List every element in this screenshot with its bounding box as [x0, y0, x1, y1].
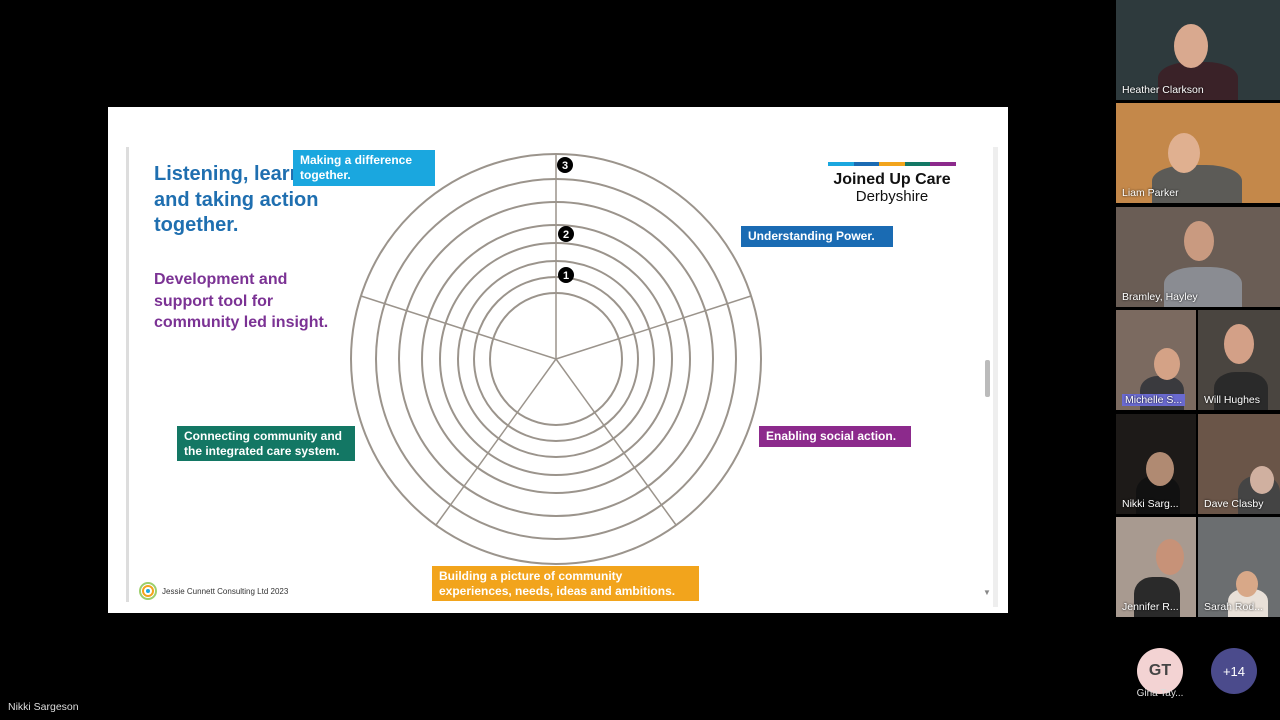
consultancy-logo-icon	[139, 582, 157, 600]
label-understanding-power: Understanding Power.	[741, 226, 893, 247]
logo-line-1: Joined Up Care	[833, 171, 951, 188]
participant-tile[interactable]: Liam Parker	[1116, 103, 1280, 203]
participant-tile[interactable]: Sarah Rod...	[1198, 517, 1280, 617]
more-participants-button[interactable]: +14	[1211, 648, 1257, 694]
participant-tile[interactable]: Dave Clasby	[1198, 414, 1280, 514]
wheel-spoke	[555, 295, 752, 360]
slide-title: Listening, learning and taking action to…	[154, 163, 332, 236]
person-silhouette	[1164, 267, 1242, 307]
marker-3: 3	[557, 157, 573, 173]
participant-tile[interactable]: Nikki Sarg...	[1116, 414, 1196, 514]
logo-stripe	[853, 162, 880, 166]
participant-name: Michelle S...	[1122, 394, 1186, 406]
slide-footer: Jessie Cunnett Consulting Ltd 2023	[138, 581, 288, 601]
participant-tile[interactable]: Heather Clarkson	[1116, 0, 1280, 100]
label-enabling-social-action: Enabling social action.	[759, 426, 911, 447]
joined-up-care-logo: Joined Up Care Derbyshire	[828, 162, 956, 205]
marker-2: 2	[558, 226, 574, 242]
logo-stripe	[930, 162, 956, 166]
participant-name: Dave Clasby	[1204, 498, 1264, 510]
participant-name: Will Hughes	[1204, 394, 1261, 406]
person-face	[1168, 133, 1200, 173]
label-building-picture: Building a picture of community experien…	[432, 566, 699, 601]
slide-subtitle: Development and support tool for communi…	[154, 271, 329, 331]
avatar-name: Gina Tay...	[1136, 688, 1184, 699]
person-silhouette	[1152, 165, 1242, 203]
participant-tile[interactable]: Bramley, Hayley	[1116, 207, 1280, 307]
presenter-name: Nikki Sargeson	[8, 701, 79, 713]
svg-text:3: 3	[562, 160, 568, 172]
svg-text:1: 1	[563, 270, 569, 282]
label-connecting-community: Connecting community and the integrated …	[177, 426, 355, 461]
slide-right-border	[993, 147, 998, 607]
community-wheel-diagram: 3 2 1	[350, 153, 762, 565]
person-silhouette	[1158, 62, 1238, 100]
person-face	[1146, 452, 1174, 486]
slide-left-border	[126, 147, 129, 602]
person-silhouette	[1214, 372, 1268, 410]
person-face	[1174, 24, 1208, 68]
participant-name: Sarah Rod...	[1204, 601, 1263, 613]
shared-screen-area: Listening, learning and taking action to…	[108, 107, 1008, 613]
wheel-spoke	[435, 358, 557, 526]
person-face	[1236, 571, 1258, 597]
label-making-difference: Making a difference together.	[293, 150, 435, 186]
slide-scrollbar-thumb[interactable]	[985, 360, 990, 397]
logo-stripe	[879, 162, 905, 166]
participant-gallery: Heather Clarkson Liam Parker Bramley, Ha…	[1116, 0, 1280, 620]
participant-name: Jennifer R...	[1122, 601, 1179, 613]
participant-avatar[interactable]: GT	[1137, 648, 1183, 694]
logo-stripes	[828, 162, 956, 166]
person-face	[1250, 466, 1274, 494]
logo-line-2: Derbyshire	[855, 188, 929, 205]
wheel-spoke	[555, 358, 677, 526]
participant-tile[interactable]: Jennifer R...	[1116, 517, 1196, 617]
participant-name: Heather Clarkson	[1122, 84, 1204, 96]
participant-tile[interactable]: Michelle S...	[1116, 310, 1196, 410]
logo-stripe	[904, 162, 931, 166]
marker-1: 1	[558, 267, 574, 283]
scroll-down-arrow-icon[interactable]: ▼	[983, 588, 991, 597]
logo-stripe	[828, 162, 854, 166]
participant-tile[interactable]: Will Hughes	[1198, 310, 1280, 410]
participant-name: Liam Parker	[1122, 187, 1179, 199]
participant-name: Bramley, Hayley	[1122, 291, 1198, 303]
person-face	[1154, 348, 1180, 380]
person-face	[1156, 539, 1184, 575]
presentation-slide: Listening, learning and taking action to…	[108, 107, 1008, 613]
wheel-spoke	[360, 295, 557, 360]
person-face	[1224, 324, 1254, 364]
participant-name: Nikki Sarg...	[1122, 498, 1179, 510]
person-silhouette	[1134, 577, 1180, 617]
person-face	[1184, 221, 1214, 261]
footer-text: Jessie Cunnett Consulting Ltd 2023	[162, 586, 289, 596]
svg-text:2: 2	[563, 229, 569, 241]
